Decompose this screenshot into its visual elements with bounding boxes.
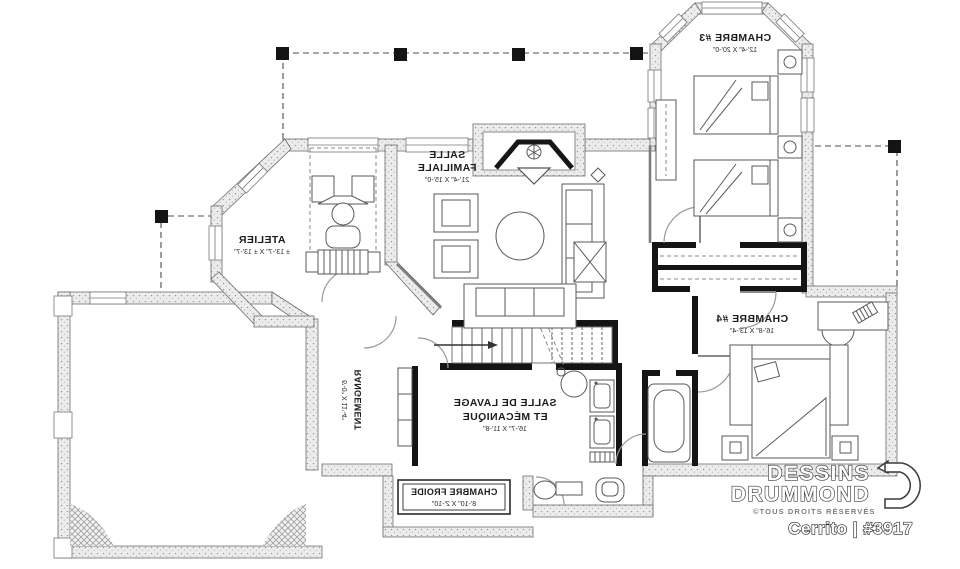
furniture-salle-familiale xyxy=(433,167,607,329)
dims-atelier: ± 13'-7" X ± 13'-7" xyxy=(234,249,290,256)
shelving xyxy=(397,367,413,447)
round-table xyxy=(495,211,545,261)
desk-lamp xyxy=(851,301,879,324)
plant xyxy=(590,167,606,183)
toilet-tank xyxy=(555,481,583,496)
staircase xyxy=(434,321,613,367)
bathtub xyxy=(647,383,691,463)
unexcavated-hatch xyxy=(70,504,306,546)
label-chambre-froide: CHAMBRE FROIDE xyxy=(411,487,498,497)
label-salle-familiale-2: FAMILIALE xyxy=(417,162,476,174)
doors xyxy=(321,206,777,506)
nightstand xyxy=(777,217,803,243)
windows xyxy=(53,1,815,559)
label-atelier: ATELIER xyxy=(239,234,286,246)
dims-lavage: 16'-7" X 11'-8" xyxy=(483,426,527,433)
water-heater xyxy=(560,370,588,398)
nightstand xyxy=(777,135,803,159)
furniture-chambre4 xyxy=(647,301,889,463)
label-lavage-2: ET MÉCANIQUE xyxy=(462,410,547,423)
label-chambre3: CHAMBRE #3 xyxy=(699,32,771,44)
furniture-atelier xyxy=(305,147,381,275)
label-salle-familiale-1: SALLE xyxy=(429,149,465,161)
nightstand xyxy=(831,435,859,461)
dims-salle-familiale: 21'-4" X 15'-0" xyxy=(424,177,469,184)
label-rangement: RANGEMENT xyxy=(353,370,363,431)
fireplace xyxy=(472,123,586,185)
furniture-laundry xyxy=(397,367,625,503)
logo-rights: ©TOUS DROITS RÉSERVÉS xyxy=(753,507,876,516)
dims-rangement: 6'-0" X 11'-4" xyxy=(342,380,349,420)
deck-outline xyxy=(155,47,901,292)
plan-title: Cerrito | #3917 xyxy=(788,519,913,538)
deck-post xyxy=(155,47,901,223)
dims-chambre3: 12'-4" X 20'-0" xyxy=(712,47,757,54)
label-chambre4: CHAMBRE #4 xyxy=(716,313,788,325)
desk xyxy=(817,301,889,331)
furniture-chambre3 xyxy=(655,49,803,280)
toilet-bowl xyxy=(533,480,557,500)
logo-dessins: DESSINS xyxy=(767,462,870,485)
dims-chambre-froide: 8'-10" X 2'-10" xyxy=(431,501,476,508)
room-labels: CHAMBRE #3 12'-4" X 20'-0" ATELIER ± 13'… xyxy=(234,32,788,515)
desk-chair xyxy=(821,329,855,347)
nightstand xyxy=(721,435,749,461)
drummond-logo: DESSINS DRUMMOND ©TOUS DROITS RÉSERVÉS C… xyxy=(730,459,921,539)
book-d-icon xyxy=(876,459,921,509)
pillow xyxy=(753,361,781,383)
logo-drummond: DRUMMOND xyxy=(731,483,870,506)
nightstand xyxy=(777,49,803,75)
dims-chambre4: 16'-8" X 13'-4" xyxy=(729,328,774,335)
label-lavage-1: SALLE DE LAVAGE xyxy=(453,397,556,409)
